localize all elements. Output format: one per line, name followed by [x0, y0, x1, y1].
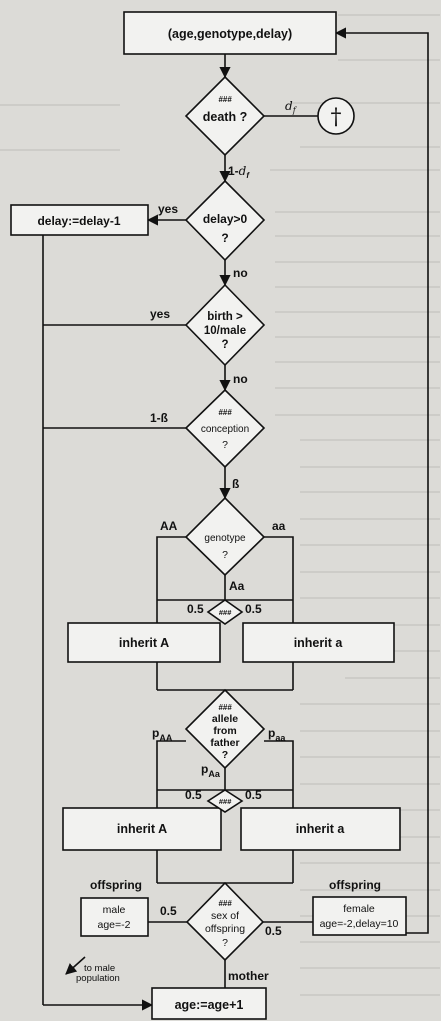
genotype-Aa-label: Aa [229, 579, 245, 593]
sex-label-1: sex of [211, 910, 239, 922]
mother-label: mother [228, 969, 269, 983]
inherit-a-box-2 [240, 807, 401, 851]
inherit-A-box-1 [67, 622, 221, 663]
male-offspring-title: offspring [90, 878, 142, 892]
survive-prob-sub: f [246, 171, 250, 180]
to-male-population-label: population [76, 973, 120, 984]
p-Aa-symbol: p [201, 762, 208, 776]
p-Aa-label: pAa [201, 762, 221, 779]
end-box-label: age:=age+1 [175, 998, 244, 1012]
birth-no-label: no [233, 372, 248, 386]
p-aa-symbol: p [268, 726, 275, 740]
delay-decision [184, 179, 266, 262]
birth-yes-label: yes [150, 307, 170, 321]
death-prob-label: df [285, 99, 298, 115]
background-text-lines [0, 14, 440, 996]
delay-yes-label: yes [158, 202, 178, 216]
death-prob-symbol: d [285, 99, 293, 113]
genotype-label: genotype [204, 533, 246, 544]
p-aa-sub: aa [275, 733, 286, 743]
p-aa-label: paa [268, 726, 286, 743]
father-marks: ### [218, 703, 232, 712]
start-box-label: (age,genotype,delay) [168, 27, 292, 41]
delay-action-box [10, 204, 149, 236]
to-male-label: to male [84, 963, 115, 974]
inherit-a-label-1: inherit a [294, 636, 344, 650]
birth-decision [184, 283, 266, 367]
dagger-icon: † [331, 105, 342, 130]
survive-prob-symbol: d [239, 164, 247, 178]
conception-question: ? [222, 439, 228, 451]
inherit-A-label-2: inherit A [117, 822, 167, 836]
male-offspring-box [80, 897, 149, 937]
split2-right-prob: 0.5 [245, 788, 262, 802]
father-label-3: father [210, 737, 239, 749]
sex-decision [185, 881, 265, 962]
genotype-aa-label: aa [272, 519, 286, 533]
male-label: male [103, 904, 126, 916]
inherit-A-box-2 [62, 807, 222, 851]
inherit-A-label-1: inherit A [119, 636, 169, 650]
start-box [123, 11, 337, 55]
death-marks: ### [218, 95, 232, 104]
split1-right-prob: 0.5 [245, 602, 262, 616]
split-decision-2 [206, 789, 244, 813]
genotype-decision [184, 496, 266, 577]
conception-label: conception [201, 424, 249, 435]
survive-prob-prefix: 1- [228, 164, 239, 178]
conception-decision [184, 388, 266, 469]
survive-prob-label: 1-df [228, 164, 250, 180]
split2-left-prob: 0.5 [185, 788, 202, 802]
death-label: death ? [203, 110, 247, 124]
split-decision-1 [206, 599, 244, 625]
end-box [151, 987, 267, 1020]
connector-lines [42, 27, 429, 1011]
sex-right-prob: 0.5 [265, 924, 282, 938]
female-offspring-title: offspring [329, 878, 381, 892]
female-label: female [343, 903, 375, 915]
split-marks-2: ### [219, 797, 232, 806]
birth-question: ? [221, 339, 228, 351]
genotype-AA-label: AA [160, 519, 178, 533]
male-age-label: age=-2 [98, 919, 131, 931]
death-prob-sub: f [292, 106, 298, 115]
delay-label: delay>0 [203, 212, 248, 226]
delay-no-label: no [233, 266, 248, 280]
p-AA-sub: AA [159, 733, 172, 743]
sex-label-2: offspring [205, 923, 245, 935]
father-question: ? [222, 749, 228, 761]
conception-fail-label: 1-ß [150, 411, 168, 425]
genotype-question: ? [222, 549, 228, 561]
sex-left-prob: 0.5 [160, 904, 177, 918]
death-terminal-circle [317, 97, 355, 135]
split1-left-prob: 0.5 [187, 602, 204, 616]
father-allele-decision [184, 688, 266, 770]
inherit-a-box-1 [242, 622, 395, 663]
p-Aa-sub: Aa [208, 769, 220, 779]
birth-label-1: birth > [207, 311, 243, 323]
conception-success-label: ß [232, 477, 239, 491]
p-AA-label: pAA [152, 726, 173, 743]
delay-action-label: delay:=delay-1 [37, 214, 120, 228]
father-label-2: from [213, 725, 236, 737]
split-marks-1: ### [219, 608, 232, 617]
p-AA-symbol: p [152, 726, 159, 740]
father-label-1: allele [212, 713, 238, 725]
sex-question: ? [222, 937, 228, 949]
conception-marks: ### [218, 408, 232, 417]
birth-label-2: 10/male [204, 325, 246, 337]
female-age-label: age=-2,delay=10 [320, 918, 399, 930]
delay-question: ? [221, 231, 228, 245]
death-decision [184, 75, 266, 157]
sex-marks: ### [218, 899, 232, 908]
female-offspring-box [312, 896, 407, 936]
inherit-a-label-2: inherit a [296, 822, 346, 836]
